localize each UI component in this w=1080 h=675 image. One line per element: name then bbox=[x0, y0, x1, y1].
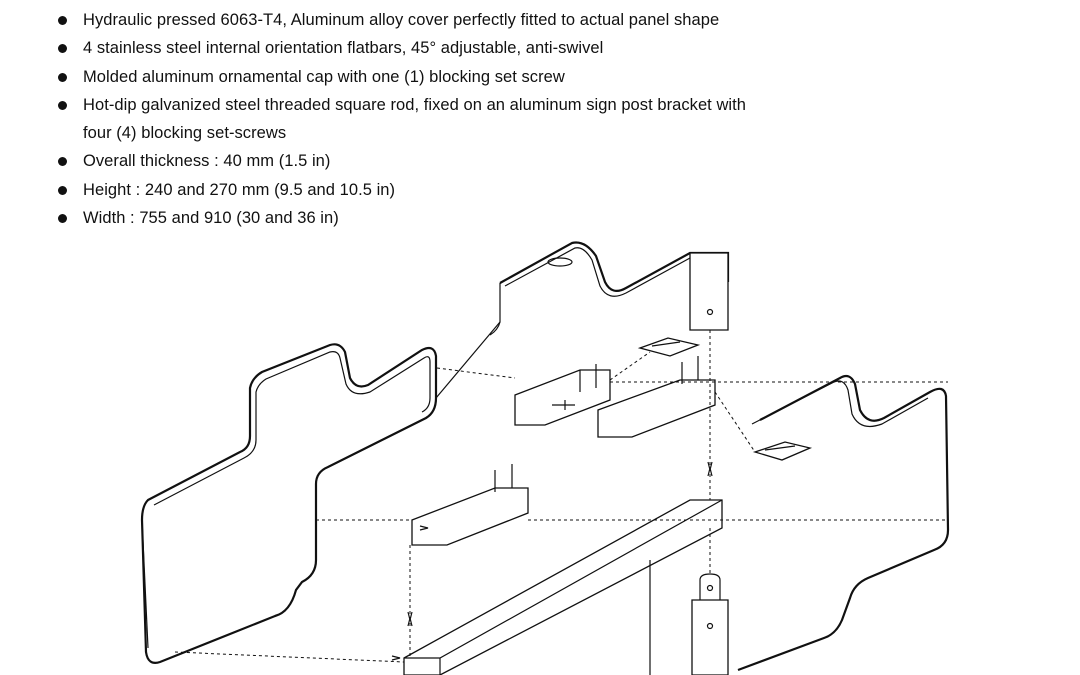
spec-text: Hydraulic pressed 6063-T4, Aluminum allo… bbox=[83, 11, 720, 29]
spec-text: Height : 240 and 270 mm (9.5 and 10.5 in… bbox=[83, 180, 396, 199]
top-cap-bracket bbox=[689, 252, 729, 331]
assembly-guide-lines bbox=[174, 330, 948, 663]
spec-item: Width : 755 and 910 (30 and 36 in) bbox=[54, 204, 746, 232]
arrow-marks bbox=[391, 461, 713, 661]
orientation-flatbars bbox=[411, 356, 716, 546]
spec-item: Overall thickness : 40 mm (1.5 in) bbox=[54, 147, 746, 175]
bullet-icon bbox=[58, 100, 67, 110]
spec-text: Width : 755 and 910 (30 and 36 in) bbox=[83, 209, 339, 228]
bullet-icon bbox=[58, 72, 67, 82]
spec-item: Hydraulic pressed 6063-T4, Aluminum allo… bbox=[54, 6, 746, 34]
front-panel-cover bbox=[140, 321, 501, 664]
spec-item: Molded aluminum ornamental cap with one … bbox=[54, 63, 746, 91]
spec-text: Molded aluminum ornamental cap with one … bbox=[83, 67, 565, 86]
spec-text: Hot-dip galvanized steel threaded square… bbox=[83, 95, 746, 114]
set-screw-brackets bbox=[637, 337, 813, 461]
post-bracket bbox=[691, 573, 729, 675]
spec-item: 4 stainless steel internal orientation f… bbox=[54, 34, 746, 62]
right-panel-cover bbox=[737, 374, 950, 672]
exploded-assembly-drawing bbox=[140, 241, 950, 675]
bullet-icon bbox=[58, 44, 67, 54]
spec-text: Overall thickness : 40 mm (1.5 in) bbox=[83, 152, 331, 171]
spec-item: Height : 240 and 270 mm (9.5 and 10.5 in… bbox=[54, 176, 746, 204]
bullet-icon bbox=[58, 16, 67, 25]
spec-text: 4 stainless steel internal orientation f… bbox=[83, 39, 604, 58]
bullet-icon bbox=[58, 185, 67, 195]
spec-text-continued: four (4) blocking set-screws bbox=[83, 124, 287, 143]
threaded-square-rod bbox=[403, 499, 723, 675]
bullet-icon bbox=[58, 157, 67, 167]
spec-list: Hydraulic pressed 6063-T4, Aluminum allo… bbox=[54, 6, 746, 232]
bullet-icon bbox=[58, 214, 67, 224]
spec-item: Hot-dip galvanized steel threaded square… bbox=[54, 91, 746, 148]
